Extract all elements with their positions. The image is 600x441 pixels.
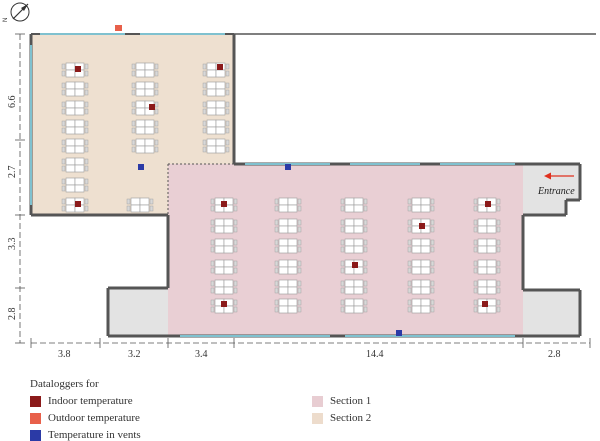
desk-cluster [473,259,501,275]
indoor-logger [149,104,155,110]
legend-item-outdoor: Outdoor temperature [30,412,140,424]
desk-cluster [407,259,435,275]
legend-swatch [312,395,323,407]
desk-cluster [407,298,435,314]
desk-cluster [61,157,89,173]
dimension-bottom [30,338,591,348]
desk-cluster [274,279,302,295]
desk-cluster [274,197,302,213]
desk-grid-section-1 [210,197,501,314]
vent-logger [285,164,291,170]
desk-cluster [210,298,238,314]
legend-label: Section 1 [330,395,372,407]
desk-cluster [407,279,435,295]
dim-label: 3.3 [7,238,18,251]
compass-icon: N [3,2,30,22]
vent-logger [138,164,144,170]
indoor-logger [482,301,488,307]
compass-label: N [3,18,9,22]
desk-cluster [61,119,89,135]
desk-cluster [340,279,368,295]
desk-cluster [61,177,89,193]
desk-cluster [210,259,238,275]
windows [30,33,515,337]
legend-swatch [30,429,41,441]
desk-cluster [131,81,159,97]
desk-cluster [61,81,89,97]
desk-cluster [202,100,230,116]
legend-swatch [312,412,323,424]
desk-cluster [210,279,238,295]
desk-cluster [202,138,230,154]
desk-cluster [340,197,368,213]
desk-cluster [202,62,230,78]
dim-label: 3.2 [128,349,141,360]
gray-zone-right-lower [523,290,580,336]
desk-cluster [407,218,435,234]
desk-cluster [340,218,368,234]
desk-cluster [210,197,238,213]
desk-cluster [340,298,368,314]
desk-cluster [131,119,159,135]
desk-cluster [202,119,230,135]
legend-label: Indoor temperature [48,395,133,407]
desk-cluster [473,238,501,254]
legend-item-indoor: Indoor temperature [30,395,133,407]
legend-swatch [30,412,41,424]
entrance-marker: Entrance [537,172,575,197]
desk-cluster [202,81,230,97]
desk-cluster [407,197,435,213]
indoor-logger [221,301,227,307]
dim-label: 6.6 [7,96,18,109]
legend-label: Section 2 [330,412,372,424]
legend-item-section-1: Section 1 [312,395,371,407]
datalogger-markers [75,25,491,336]
legend-swatch [30,395,41,407]
legend-title: Dataloggers for [30,378,99,390]
desk-cluster [131,138,159,154]
desk-cluster [131,62,159,78]
desk-cluster [473,279,501,295]
indoor-logger [485,201,491,207]
desk-cluster [61,100,89,116]
desk-cluster [407,238,435,254]
indoor-logger [352,262,358,268]
dimension-bottom-labels: 3.8 3.2 3.4 14.4 2.8 [58,349,561,360]
desk-cluster [340,238,368,254]
dimension-left-labels: 6.6 2.7 3.3 2.8 [7,96,18,321]
desk-cluster [274,259,302,275]
legend-item-vents: Temperature in vents [30,429,141,441]
desk-cluster [210,238,238,254]
legend-item-section-2: Section 2 [312,412,371,424]
desk-cluster [210,218,238,234]
indoor-logger [419,223,425,229]
dim-label: 3.8 [58,349,71,360]
legend-label: Temperature in vents [48,429,141,441]
desk-grid-section-2 [61,62,230,213]
desk-cluster [126,197,154,213]
desk-cluster [473,218,501,234]
dim-label: 14.4 [366,349,384,360]
entrance-label: Entrance [537,186,575,197]
desk-cluster [61,138,89,154]
dim-label: 3.4 [195,349,208,360]
floor-plan: Entrance N 3.8 3.2 3.4 14.4 2.8 6.6 2.7 … [3,2,596,360]
desk-cluster [473,197,501,213]
outdoor-logger [115,25,122,31]
desk-cluster [274,218,302,234]
indoor-logger [75,66,81,72]
indoor-logger [217,64,223,70]
indoor-logger [75,201,81,207]
dim-label: 2.8 [7,308,18,321]
indoor-logger [221,201,227,207]
desk-cluster [274,238,302,254]
dim-label: 2.8 [548,349,561,360]
desk-cluster [274,298,302,314]
dim-label: 2.7 [7,166,18,179]
dimension-left [15,33,25,344]
legend-label: Outdoor temperature [48,412,140,424]
gray-zone-left [108,288,168,336]
vent-logger [396,330,402,336]
